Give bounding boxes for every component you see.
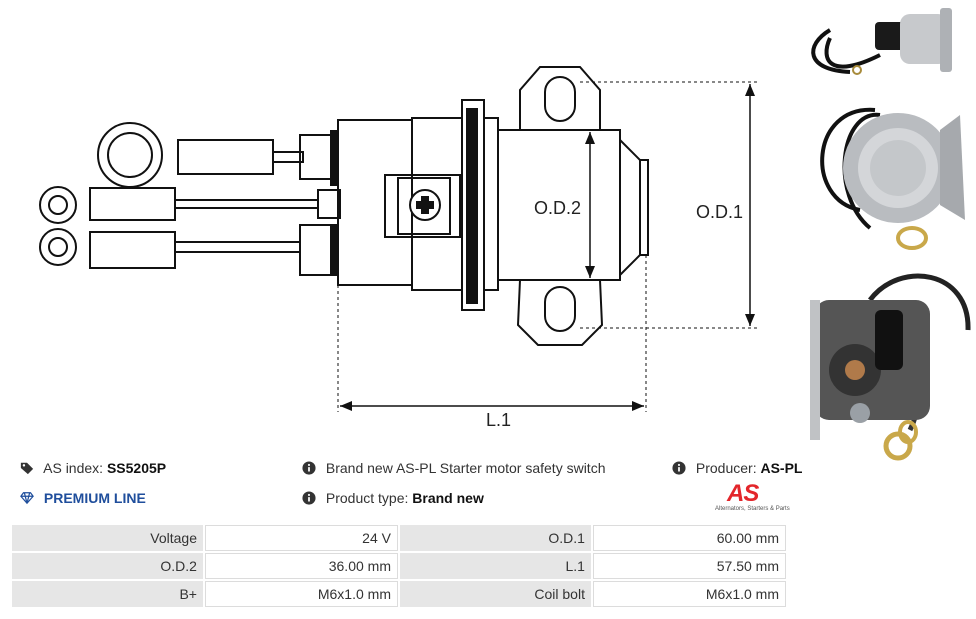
table-row: Voltage 24 V O.D.1 60.00 mm (12, 525, 786, 551)
product-type-label: Product type: (325, 490, 409, 506)
table-row: O.D.2 36.00 mm L.1 57.50 mm (12, 553, 786, 579)
premium-line-badge[interactable]: PREMIUM LINE (20, 490, 146, 506)
product-description: Brand new AS-PL Starter motor safety swi… (302, 460, 606, 476)
producer-value: AS-PL (760, 460, 803, 476)
spec-value: 57.50 mm (592, 553, 786, 579)
diamond-icon (20, 492, 34, 505)
spec-key: L.1 (399, 553, 591, 579)
producer: Producer: AS-PL (672, 460, 802, 476)
product-type: Product type: Brand new (302, 490, 484, 506)
producer-label: Producer: (695, 460, 757, 476)
spec-key: Coil bolt (399, 581, 591, 607)
specs-table: Voltage 24 V O.D.1 60.00 mm O.D.2 36.00 … (10, 523, 788, 609)
product-photo-terminals[interactable] (810, 273, 971, 461)
logo-text: AS (727, 480, 759, 507)
od1-label: O.D.1 (696, 202, 743, 222)
spec-value: 24 V (204, 525, 398, 551)
premium-line-label: PREMIUM LINE (43, 490, 146, 506)
as-index-value: SS5205P (106, 460, 167, 476)
ring-terminal-small-2 (39, 228, 77, 266)
spec-value: M6x1.0 mm (204, 581, 398, 607)
spec-key: B+ (12, 581, 203, 607)
spec-key: Voltage (12, 525, 203, 551)
info-icon (302, 461, 316, 475)
spec-key: O.D.2 (12, 553, 203, 579)
description-text: Brand new AS-PL Starter motor safety swi… (325, 460, 606, 476)
table-row: B+ M6x1.0 mm Coil bolt M6x1.0 mm (12, 581, 786, 607)
as-pl-logo: AS Alternators, Starters & Parts (715, 480, 793, 516)
info-icon (302, 491, 316, 505)
product-photo-side[interactable] (811, 8, 952, 75)
tag-icon (20, 462, 34, 475)
product-photo-top[interactable] (820, 107, 965, 250)
technical-drawing: O.D.1 O.D.2 L.1 (39, 66, 760, 430)
ring-terminal-small-1 (39, 186, 77, 224)
od2-label: O.D.2 (534, 198, 581, 218)
logo-tagline: Alternators, Starters & Parts (715, 506, 790, 512)
spec-value: 60.00 mm (592, 525, 786, 551)
spec-key: O.D.1 (399, 525, 591, 551)
info-icon (672, 461, 686, 475)
spec-value: M6x1.0 mm (592, 581, 786, 607)
as-index: AS index: SS5205P (20, 460, 166, 476)
product-photos (810, 8, 971, 461)
l1-label: L.1 (486, 410, 511, 430)
product-type-value: Brand new (412, 490, 484, 506)
spec-value: 36.00 mm (204, 553, 398, 579)
as-index-label: AS index: (43, 460, 104, 476)
